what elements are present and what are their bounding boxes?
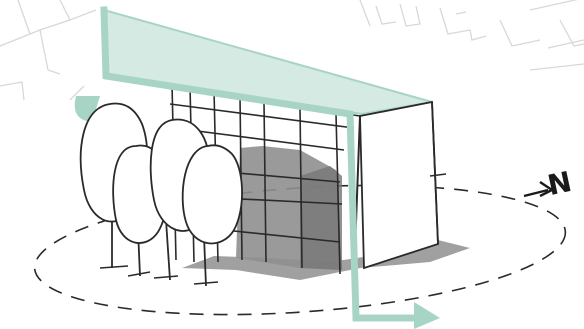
building-side [360,102,438,268]
arrow-right-icon [414,302,440,329]
tree-icon [183,145,242,243]
